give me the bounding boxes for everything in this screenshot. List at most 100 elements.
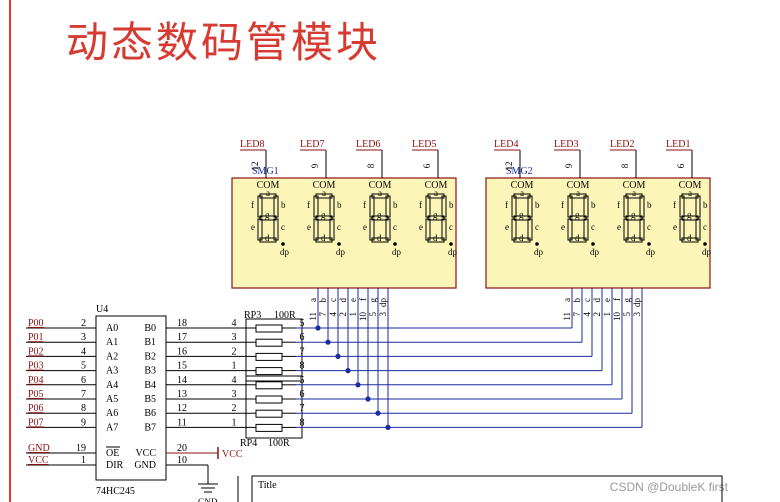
led-net-label: LED8 [240,139,264,150]
seg-pin-number: 4 [582,312,592,317]
seg-name-label: g [368,298,378,303]
ic-pin-name: A4 [106,380,118,391]
ic-pin-number: 6 [81,375,86,386]
digit-seg-label-f: f [251,200,254,210]
ic-pin-name: OE [106,448,119,459]
ic-pin-name: B2 [144,351,156,362]
led-net-label: LED2 [610,139,634,150]
digit-seg-label-c: c [647,222,651,232]
net-label-p01: P01 [28,332,44,343]
digit-seg-label-c: c [449,222,453,232]
seg-pin-number: 5 [622,312,632,317]
watermark: CSDN @DoubleK first [609,480,728,494]
digit-seg-label-f: f [307,200,310,210]
ic-pin-number: 1 [81,455,86,466]
net-label-p02: P02 [28,346,44,357]
digit-seg-label-d: d [321,233,326,243]
segment-outline [625,215,643,221]
digit-seg-label-e: e [561,222,565,232]
junction-dot [315,325,321,331]
seg-pin-number: 10 [612,312,622,322]
net-label-vcc-right: VCC [222,449,243,460]
seg-pin-number: 11 [308,312,318,321]
digit-seg-label-b: b [535,200,540,210]
display-module-smg1 [231,177,457,289]
digit-seg-label-e: e [673,222,677,232]
rp-pin-number: 6 [300,389,305,400]
digit-seg-label-a: a [520,188,524,198]
ic-pin-number: 7 [81,389,86,400]
rp-pin-number: 1 [232,361,237,372]
ic-pin-name: B6 [144,408,156,419]
digit-seg-label-dp: dp [590,247,600,257]
digit-seg-label-b: b [393,200,398,210]
ic-pin-name: B3 [144,366,156,377]
ic-pin-number: 13 [177,389,187,400]
junction-dot [385,424,391,430]
junction-dot [325,339,331,345]
digit-com-label: COM [623,180,646,191]
rp4-ref-label: RP4 [240,438,257,449]
digit-seg-label-dp: dp [646,247,656,257]
ic-pin-number: 16 [177,346,187,357]
seg-pin-number: 1 [348,312,358,317]
ic-pin-number: 10 [177,455,187,466]
digit-seg-label-b: b [703,200,708,210]
seg-pin-number: 2 [338,312,348,317]
junction-dot [375,410,381,416]
com-pin-number: 6 [422,163,432,168]
seg-pin-number: 4 [328,312,338,317]
display-ref-label: SMG1 [252,166,279,177]
net-label-vcc: VCC [28,455,49,466]
ic-pin-number: 11 [177,417,187,428]
seg-pin-number: 5 [368,312,378,317]
seg-name-label: dp [378,298,388,308]
com-pin-number: 8 [366,163,376,168]
rp3-body [245,318,303,382]
ic-pin-number: 17 [177,332,187,343]
ic-pin-name: GND [134,460,156,471]
digit-seg-label-g: g [265,210,270,220]
display-module-smg2 [485,177,711,289]
title-block-frame [251,475,723,502]
rp-pin-number: 6 [300,332,305,343]
digit-seg-label-dp: dp [280,247,290,257]
digit-seg-label-g: g [575,210,580,220]
digit-seg-label-e: e [419,222,423,232]
ic-pin-name: A5 [106,394,118,405]
rp3-value-label: 100R [274,310,296,321]
digit-seg-label-d: d [519,233,524,243]
digit-seg-label-b: b [591,200,596,210]
digit-seg-label-b: b [337,200,342,210]
seg-pin-number: 1 [602,312,612,317]
seg-name-label: e [602,298,612,302]
resistor-element [255,381,283,390]
rp-pin-number: 2 [232,346,237,357]
ic-pin-number: 18 [177,318,187,329]
digit-seg-label-a: a [322,188,326,198]
rp4-value-label: 100R [268,438,290,449]
junction-dot [365,396,371,402]
digit-seg-label-a: a [688,188,692,198]
segment-outline [569,215,587,221]
segment-outline [513,215,531,221]
rp4-body [245,375,303,439]
seg-name-label: c [328,298,338,302]
ic-pin-number: 20 [177,443,187,454]
net-label-p00: P00 [28,318,44,329]
ic-pin-name: VCC [135,448,156,459]
digit-seg-label-d: d [575,233,580,243]
digit-seg-label-a: a [632,188,636,198]
digit-com-label: COM [313,180,336,191]
digit-com-label: COM [511,180,534,191]
digit-seg-label-c: c [535,222,539,232]
net-label-p06: P06 [28,403,44,414]
seg-pin-number: 10 [358,312,368,322]
resistor-element [255,352,283,361]
seg-pin-number: 3 [632,312,642,317]
ic-pin-name: B5 [144,394,156,405]
seg-name-label: e [348,298,358,302]
digit-seg-label-f: f [561,200,564,210]
segment-dp-dot [337,242,341,246]
junction-dot [335,353,341,359]
